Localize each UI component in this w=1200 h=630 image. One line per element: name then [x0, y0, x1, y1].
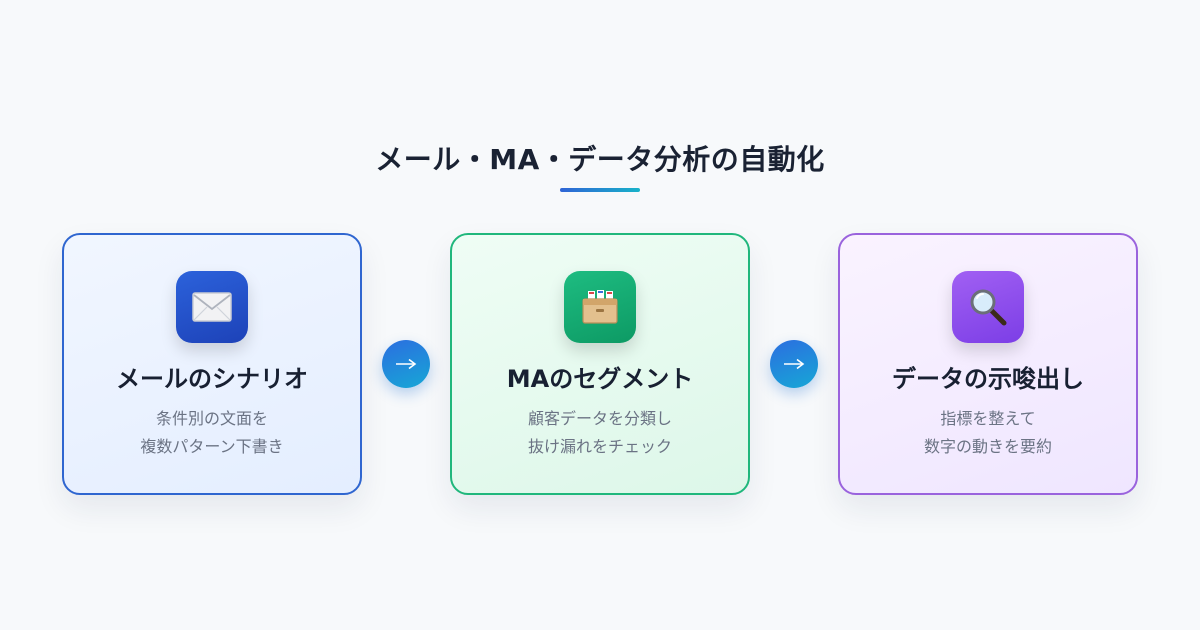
card-data-insights: データの示唆出し 指標を整えて 数字の動きを要約 — [838, 233, 1138, 495]
card-description-line: 条件別の文面を — [155, 409, 268, 428]
arrow-right-icon — [382, 340, 430, 388]
card-title: メールのシナリオ — [116, 365, 308, 393]
card-description: 条件別の文面を 複数パターン下書き — [64, 405, 360, 461]
card-title: データの示唆出し — [892, 365, 1084, 393]
envelope-icon — [176, 271, 248, 343]
card-file-box-icon — [564, 271, 636, 343]
magnifying-glass-icon — [952, 271, 1024, 343]
arrow-right-icon — [770, 340, 818, 388]
card-description: 顧客データを分類し 抜け漏れをチェック — [452, 405, 748, 461]
card-title: MAのセグメント — [506, 365, 694, 393]
card-email-scenario: メールのシナリオ 条件別の文面を 複数パターン下書き — [62, 233, 362, 495]
page-title: メール・MA・データ分析の自動化 — [375, 143, 825, 176]
card-description-line: 指標を整えて — [940, 409, 1036, 428]
title-underline — [560, 188, 640, 192]
card-description: 指標を整えて 数字の動きを要約 — [840, 405, 1136, 461]
card-ma-segment: MAのセグメント 顧客データを分類し 抜け漏れをチェック — [450, 233, 750, 495]
card-description-line: 顧客データを分類し — [527, 409, 672, 428]
card-description-line: 抜け漏れをチェック — [527, 437, 672, 456]
card-description-line: 複数パターン下書き — [140, 437, 284, 456]
card-description-line: 数字の動きを要約 — [923, 437, 1052, 456]
